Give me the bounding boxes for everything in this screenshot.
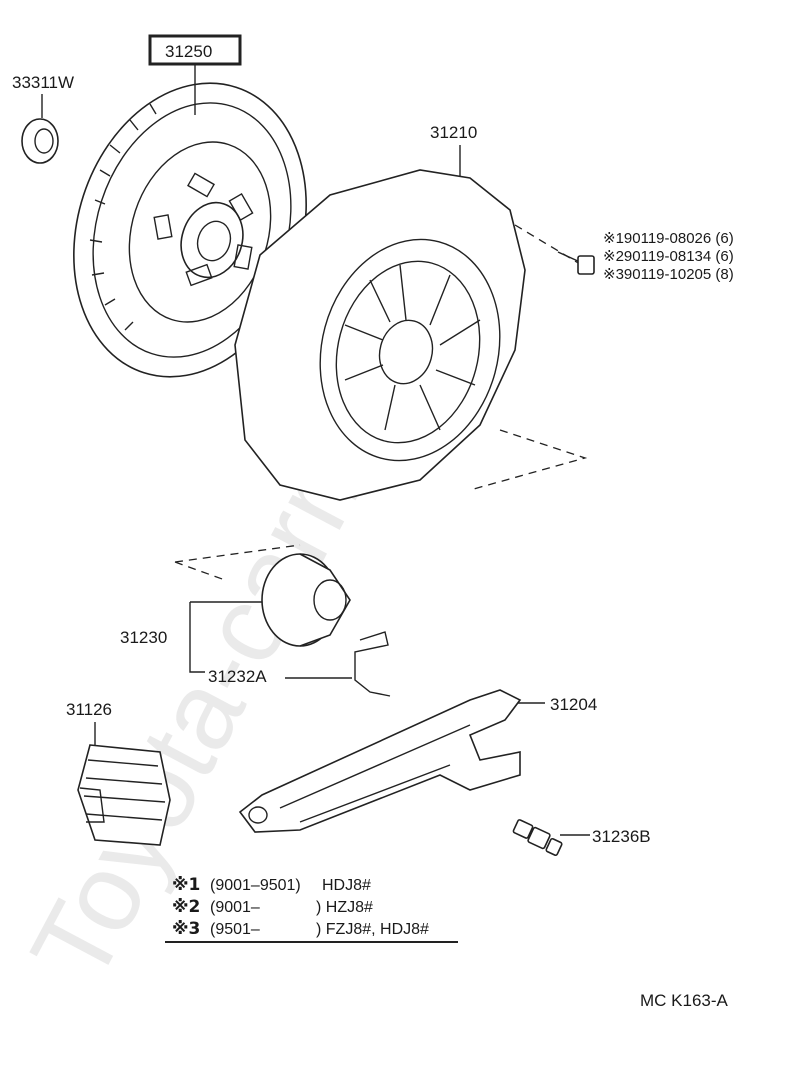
release-fork-part-number: 31204	[550, 695, 597, 714]
bolt-drawing	[557, 251, 595, 275]
boot-part-number: 31126	[66, 700, 112, 719]
clutch-cover-drawing	[234, 169, 526, 501]
boot-drawing	[77, 744, 171, 846]
release-bearing-part-number: 31230	[120, 628, 167, 647]
bolt-3-part-number: ※390119-10205 (8)	[603, 266, 734, 283]
hub-clip-part-number: 31232A	[208, 667, 267, 686]
pilot-bearing-part-number: 33311W	[12, 73, 74, 92]
pilot-bearing-drawing	[21, 118, 59, 164]
clutch-disc-part-number: 31250	[165, 42, 212, 61]
diagram-code: MC K163-A	[640, 991, 729, 1010]
model-legend: ※1 (9001–9501) HDJ8# ※2 (9001– ) HZJ8# ※…	[165, 875, 458, 943]
release-bearing-drawing	[261, 553, 351, 647]
fork-support-drawing	[512, 819, 563, 857]
legend-range-2: (9001–	[210, 899, 260, 916]
bolt-2-part-number: ※290119-08134 (6)	[603, 248, 734, 265]
hub-clip-drawing	[354, 631, 391, 697]
legend-mark-3: ※3	[172, 919, 200, 939]
legend-range-1: (9001–9501)	[210, 877, 301, 894]
clutch-disc-label-box	[148, 34, 242, 66]
bolt-1-part-number: ※190119-08026 (6)	[603, 230, 734, 247]
legend-mark-1: ※1	[172, 875, 200, 895]
legend-range-3: (9501–	[210, 921, 260, 938]
fork-support-part-number: 31236B	[592, 827, 651, 846]
legend-models-2: ) HZJ8#	[316, 899, 373, 916]
legend-models-3: ) FZJ8#, HDJ8#	[316, 921, 429, 938]
clutch-cover-part-number: 31210	[430, 123, 477, 142]
legend-mark-2: ※2	[172, 897, 200, 917]
release-fork-drawing	[238, 689, 522, 833]
legend-models-1: HDJ8#	[322, 877, 371, 894]
